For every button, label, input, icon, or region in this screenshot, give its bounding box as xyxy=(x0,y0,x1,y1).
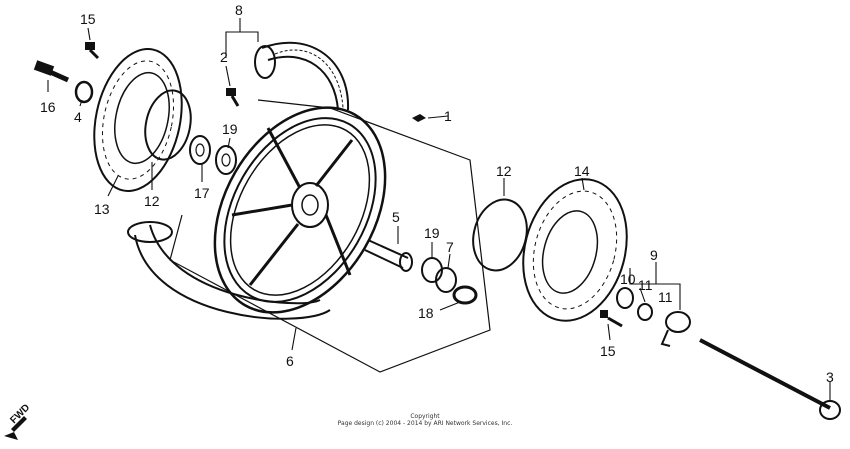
wheel-part xyxy=(213,106,387,314)
callout-labels: 15 16 4 13 12 17 19 2 8 1 5 19 7 18 12 1… xyxy=(40,2,834,385)
bolt-16 xyxy=(33,60,70,83)
callout-17: 17 xyxy=(194,185,210,201)
callout-16: 16 xyxy=(40,99,56,115)
callout-12-left: 12 xyxy=(144,193,160,209)
collar-4 xyxy=(74,80,94,104)
callout-11-a: 11 xyxy=(638,277,653,293)
copyright-line: Page design (c) 2004 - 2014 by ARI Netwo… xyxy=(337,420,513,427)
callout-15-left: 15 xyxy=(80,11,96,27)
callout-4: 4 xyxy=(74,109,82,125)
gearbox-cable-port xyxy=(660,329,671,347)
callout-1: 1 xyxy=(444,108,452,124)
collar-18 xyxy=(452,285,478,305)
callout-6: 6 xyxy=(286,353,294,369)
forward-arrow-icon xyxy=(4,416,27,440)
left-gasket xyxy=(144,89,192,161)
tire-part xyxy=(127,41,350,320)
callout-9: 9 xyxy=(650,247,658,263)
right-brake-disc xyxy=(522,178,628,322)
callout-14: 14 xyxy=(574,163,590,179)
leader-lines xyxy=(47,18,831,400)
left-bearing xyxy=(189,135,211,165)
callout-10: 10 xyxy=(620,271,636,287)
washer-11a xyxy=(637,303,653,321)
callout-19-left: 19 xyxy=(222,121,238,137)
callout-18: 18 xyxy=(418,305,434,321)
callout-2: 2 xyxy=(220,49,228,65)
valve-1 xyxy=(412,114,426,122)
callout-15-right: 15 xyxy=(600,343,616,359)
callout-12-right: 12 xyxy=(496,163,512,179)
assembly-outline xyxy=(169,99,491,373)
left-seal xyxy=(215,145,237,175)
callout-8: 8 xyxy=(235,2,243,18)
callout-13: 13 xyxy=(94,201,110,217)
left-brake-disc xyxy=(93,48,183,192)
callout-3: 3 xyxy=(826,369,834,385)
left-seal-inner xyxy=(221,153,231,167)
gear-10 xyxy=(616,287,634,309)
bolt-2 xyxy=(226,88,240,107)
copyright-title: Copyright xyxy=(410,413,440,420)
callout-7: 7 xyxy=(446,239,454,255)
bolt-15-left xyxy=(85,42,100,60)
callout-19-right: 19 xyxy=(424,225,440,241)
axle-3 xyxy=(699,338,841,420)
callout-11-b: 11 xyxy=(658,289,673,305)
bolt-15-right xyxy=(600,310,623,328)
right-bearing-7 xyxy=(435,267,457,293)
callout-5: 5 xyxy=(392,209,400,225)
left-bearing-inner xyxy=(195,143,205,157)
spacer-5 xyxy=(364,239,413,272)
gearbox-9 xyxy=(665,311,691,333)
